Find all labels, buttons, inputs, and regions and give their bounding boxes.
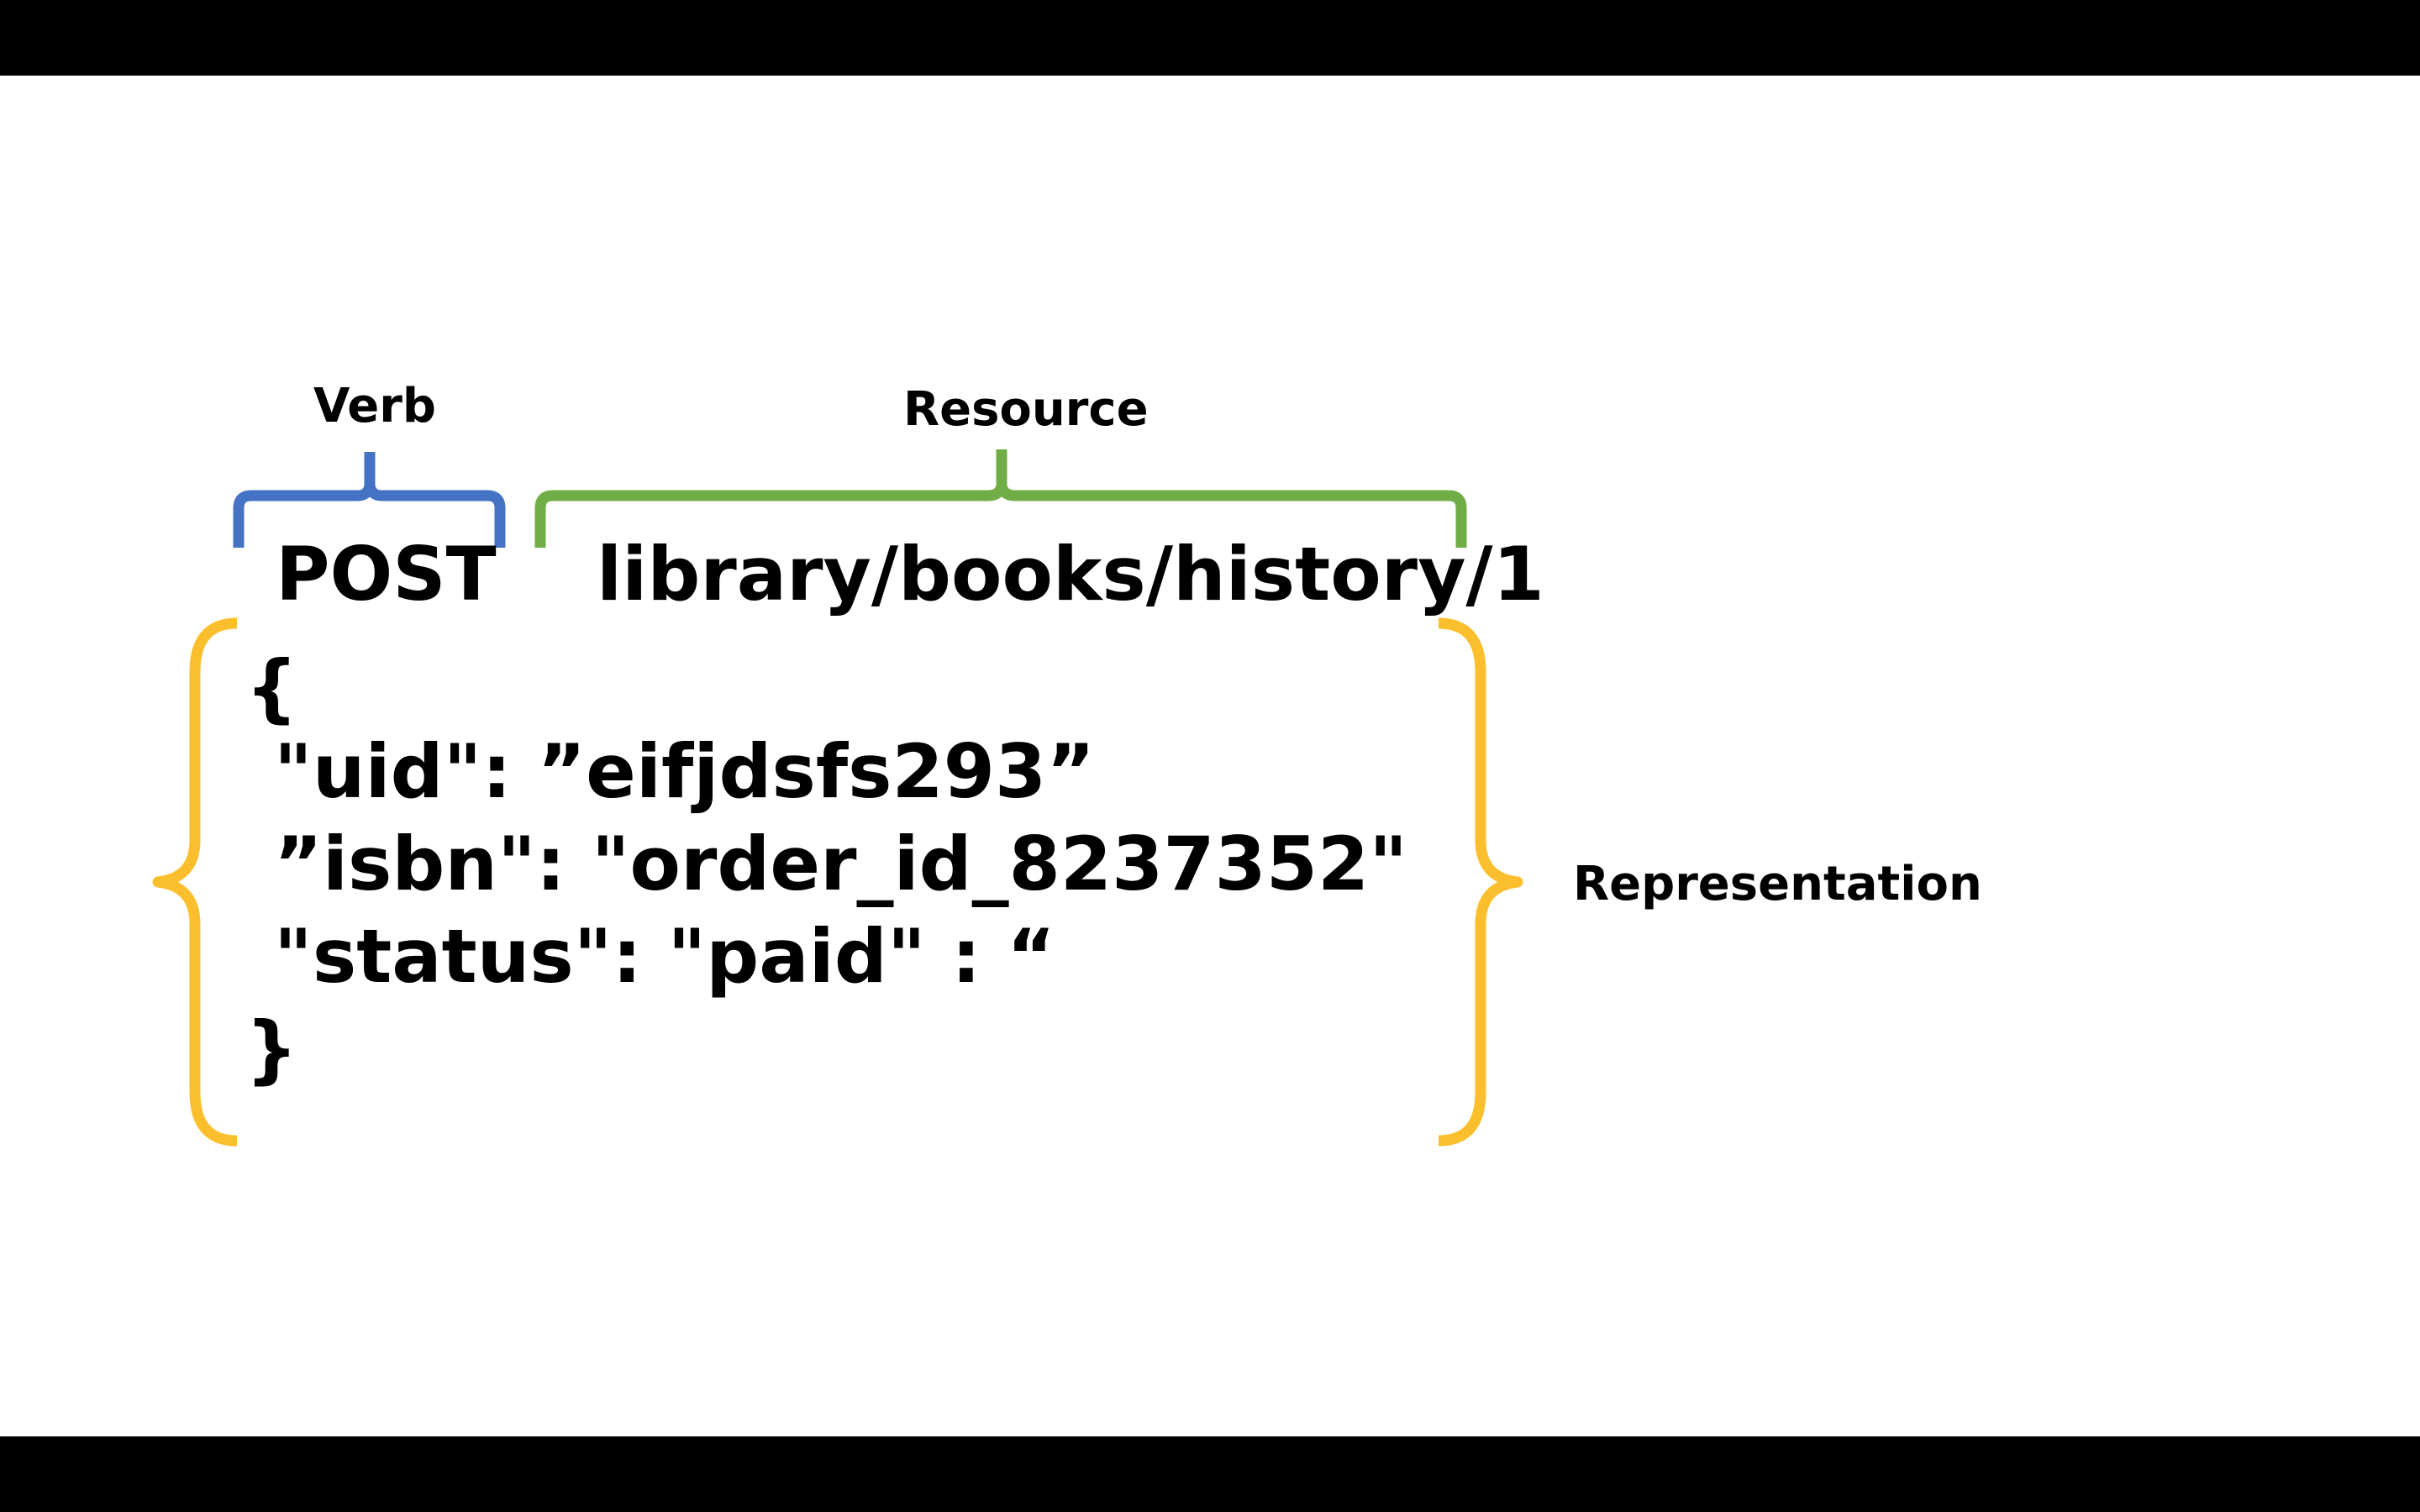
verb-label: Verb <box>313 379 436 433</box>
body-line: ”isbn": "order_id_8237352" <box>274 821 1408 907</box>
verb-brace <box>233 452 506 548</box>
body-line: } <box>245 1005 298 1092</box>
http-verb: POST <box>276 531 497 617</box>
body-line: { <box>245 644 298 731</box>
body-line: "status": "paid" : “ <box>274 913 1055 1000</box>
letterbox-top <box>0 0 2420 76</box>
representation-right-brace <box>1438 617 1523 1147</box>
body-line: "uid": ”eifjdsfs293” <box>274 728 1096 815</box>
representation-label: Representation <box>1573 857 1982 911</box>
resource-brace <box>534 449 1467 548</box>
resource-path: library/books/history/1 <box>597 531 1544 617</box>
representation-left-brace <box>152 617 238 1147</box>
letterbox-bottom <box>0 1436 2420 1512</box>
resource-label: Resource <box>903 382 1149 437</box>
